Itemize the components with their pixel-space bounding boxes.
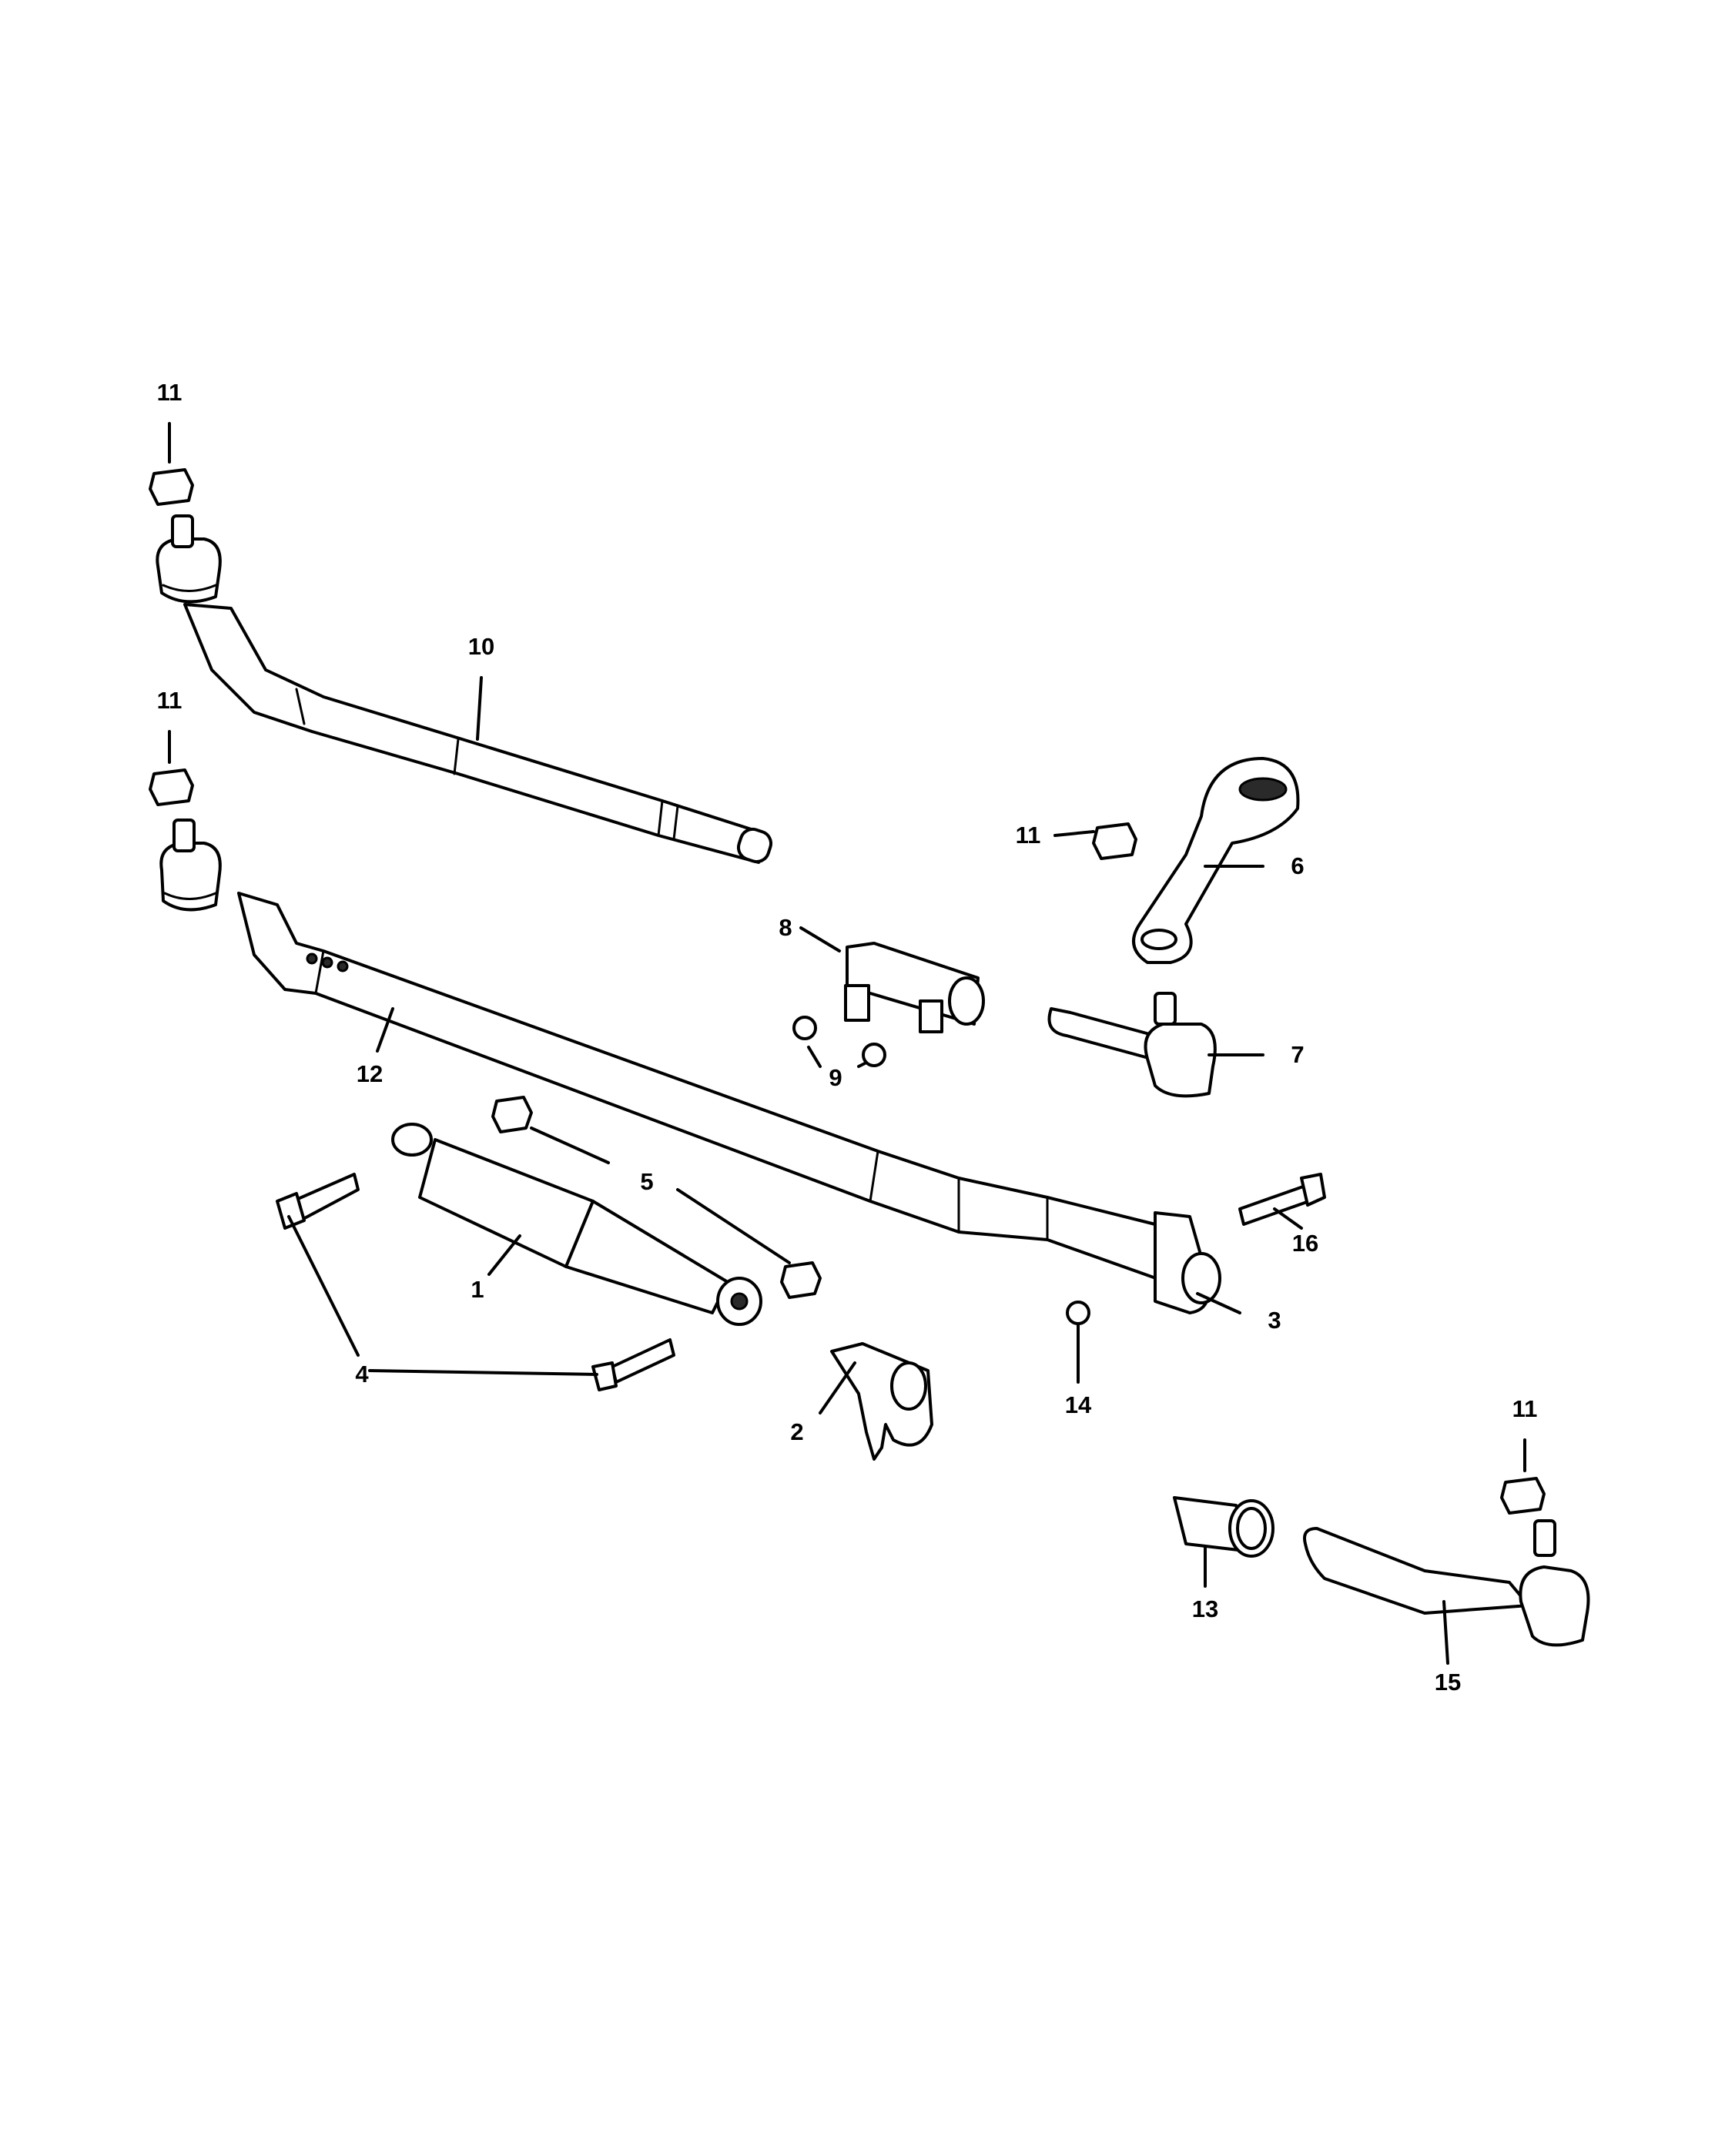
part-10-tie-rod (156, 514, 773, 864)
callout-15: 15 (1435, 1669, 1461, 1696)
callout-11-pitman: 11 (1016, 822, 1041, 849)
part-2-clamp (830, 1342, 933, 1461)
callout-9: 9 (829, 1064, 842, 1091)
callout-11-middle: 11 (157, 687, 183, 714)
callout-5: 5 (640, 1168, 653, 1195)
part-5-nut-lower (780, 1261, 822, 1299)
callout-16: 16 (1292, 1230, 1318, 1257)
callout-12: 12 (357, 1060, 383, 1087)
part-1-steering-damper (391, 1123, 762, 1326)
callout-1: 1 (471, 1276, 484, 1303)
callout-7: 7 (1291, 1041, 1304, 1068)
part-15-outer-tie-rod-end (1303, 1519, 1590, 1647)
callout-14: 14 (1065, 1391, 1092, 1418)
part-13-adjuster (1173, 1496, 1274, 1558)
part-16-bolt (1238, 1173, 1326, 1226)
part-12-drag-link (159, 819, 1221, 1314)
part-4-bolt-lower (591, 1338, 675, 1391)
callout-6: 6 (1291, 852, 1304, 879)
part-9-nut-right (862, 1043, 886, 1067)
part-8-sleeve (844, 942, 985, 1033)
part-6-pitman-arm (1132, 757, 1300, 964)
callout-13: 13 (1192, 1595, 1218, 1622)
part-14-nut (1066, 1301, 1090, 1325)
part-4-bolt-upper (276, 1173, 360, 1230)
callout-11-bottom: 11 (1512, 1395, 1538, 1422)
part-5-nut-upper (491, 1096, 533, 1133)
part-11-nut-top (149, 468, 194, 506)
part-11-nut-bottom (1500, 1477, 1546, 1515)
part-11-nut-pitman (1092, 822, 1137, 860)
callout-2: 2 (790, 1418, 803, 1445)
callout-4: 4 (355, 1361, 369, 1388)
callout-8: 8 (779, 914, 792, 941)
callout-labels: 11 11 11 11 10 6 8 7 9 12 5 16 1 3 4 14 … (157, 379, 1538, 1696)
leader-lines (168, 422, 1526, 1665)
callout-10: 10 (468, 633, 494, 660)
part-11-nut-middle (149, 768, 194, 806)
part-7-tie-rod-end (1047, 992, 1217, 1098)
part-9-nut-left (792, 1016, 817, 1040)
callout-3: 3 (1268, 1307, 1281, 1334)
callout-11-top: 11 (157, 379, 183, 406)
